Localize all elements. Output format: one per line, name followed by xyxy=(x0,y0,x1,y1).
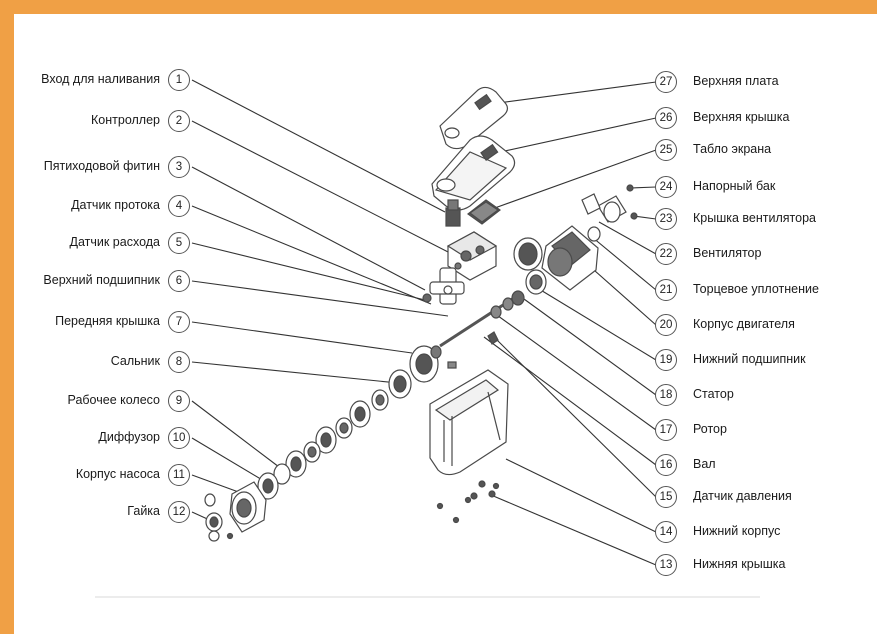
part-label: Верхняя плата xyxy=(693,74,779,88)
part-label: Вал xyxy=(693,457,716,471)
part-label: Передняя крышка xyxy=(55,314,160,328)
part-label: Диффузор xyxy=(98,430,160,444)
part-label: Датчик давления xyxy=(693,489,792,503)
part-label: Контроллер xyxy=(91,113,160,127)
part-label: Корпус двигателя xyxy=(693,317,795,331)
part-label: Пятиходовой фитин xyxy=(43,159,160,173)
leader-lines xyxy=(191,79,657,566)
callout-number: 17 xyxy=(655,419,677,441)
callout-number: 3 xyxy=(168,156,190,178)
mechanical-seal-part xyxy=(587,226,601,242)
lower-bearing-part xyxy=(511,290,525,306)
display-board xyxy=(466,199,502,225)
callout-number: 27 xyxy=(655,71,677,93)
callout-number: 9 xyxy=(168,390,190,412)
callout-number: 19 xyxy=(655,349,677,371)
callout-number: 12 xyxy=(168,501,190,523)
part-label: Вентилятор xyxy=(693,246,762,260)
callout-number: 10 xyxy=(168,427,190,449)
part-label: Сальник xyxy=(110,354,160,368)
callout-number: 1 xyxy=(168,69,190,91)
five-way-fitting xyxy=(429,267,465,305)
callout-number: 26 xyxy=(655,107,677,129)
part-label: Напорный бак xyxy=(693,179,776,193)
part-label: Ротор xyxy=(693,422,727,436)
top-cover xyxy=(431,135,516,211)
part-label: Крышка вентилятора xyxy=(693,211,816,225)
callout-number: 15 xyxy=(655,486,677,508)
exploded-parts xyxy=(204,86,638,542)
callout-number: 4 xyxy=(168,195,190,217)
top-plate xyxy=(439,86,509,150)
part-label: Торцевое уплотнение xyxy=(693,282,819,296)
callout-number: 16 xyxy=(655,454,677,476)
callout-number: 2 xyxy=(168,110,190,132)
part-label: Верхний подшипник xyxy=(43,273,160,287)
callout-number: 20 xyxy=(655,314,677,336)
callout-number: 18 xyxy=(655,384,677,406)
callout-number: 21 xyxy=(655,279,677,301)
callout-number: 24 xyxy=(655,176,677,198)
rotor xyxy=(525,269,547,295)
part-label: Вход для наливания xyxy=(41,72,160,86)
part-label: Рабочее колесо xyxy=(67,393,160,407)
fan xyxy=(597,195,627,223)
part-label: Верхняя крышка xyxy=(693,110,790,124)
impeller-stack xyxy=(257,369,412,500)
callout-number: 13 xyxy=(655,554,677,576)
callout-number: 5 xyxy=(168,232,190,254)
flow-sensor-part xyxy=(422,293,432,303)
callout-number: 14 xyxy=(655,521,677,543)
front-cover xyxy=(409,345,442,383)
pressure-sensor-part xyxy=(487,331,499,345)
pressure-tank-part xyxy=(581,193,601,215)
part-label: Нижний корпус xyxy=(693,524,781,538)
callout-number: 6 xyxy=(168,270,190,292)
callout-number: 8 xyxy=(168,351,190,373)
part-label: Датчик протока xyxy=(71,198,160,212)
callout-number: 25 xyxy=(655,139,677,161)
callout-number: 11 xyxy=(168,464,190,486)
callout-number: 7 xyxy=(168,311,190,333)
nut xyxy=(204,493,234,542)
callout-number: 23 xyxy=(655,208,677,230)
stator xyxy=(513,237,543,271)
part-label: Корпус насоса xyxy=(75,467,160,481)
motor-housing xyxy=(541,225,599,291)
part-label: Гайка xyxy=(127,504,160,518)
part-label: Статор xyxy=(693,387,734,401)
pump-body xyxy=(229,481,267,533)
part-label: Датчик расхода xyxy=(69,235,161,249)
part-label: Табло экрана xyxy=(693,142,772,156)
part-label: Нижняя крышка xyxy=(693,557,786,571)
bottom-cover-parts xyxy=(436,480,500,524)
lower-housing xyxy=(429,369,509,476)
part-label: Нижний подшипник xyxy=(693,352,806,366)
inlet xyxy=(445,199,461,227)
callout-number: 22 xyxy=(655,243,677,265)
controller xyxy=(446,231,498,281)
